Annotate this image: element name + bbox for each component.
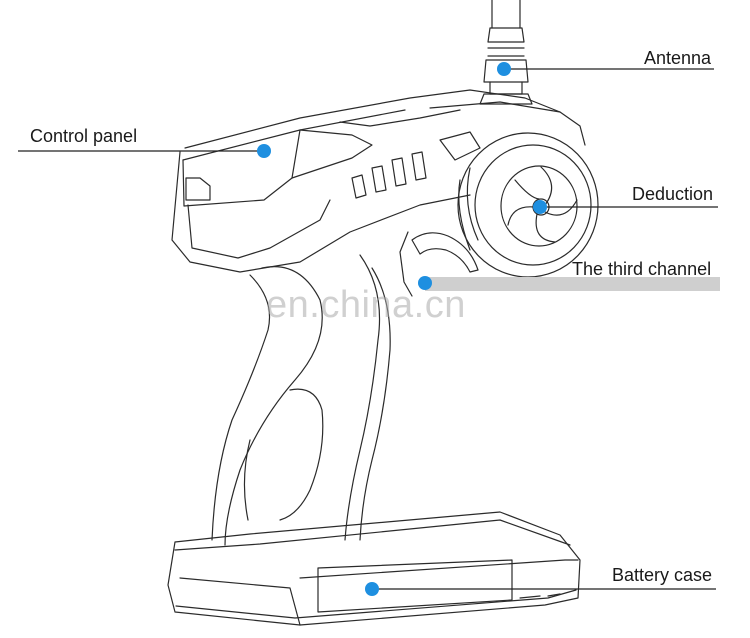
battery-case-drawing xyxy=(167,511,581,626)
third-channel-label: The third channel xyxy=(572,259,712,279)
antenna-drawing xyxy=(479,0,533,105)
deduction-marker xyxy=(533,200,547,214)
third-channel-marker xyxy=(418,276,432,290)
steering-wheel-drawing xyxy=(457,132,599,278)
control-panel-label: Control panel xyxy=(30,126,138,146)
battery-case-marker xyxy=(365,582,379,596)
deduction-label: Deduction xyxy=(632,184,714,204)
trigger-drawing xyxy=(399,231,479,297)
watermark: en.china.cn xyxy=(266,284,466,326)
antenna-label: Antenna xyxy=(644,48,712,68)
control-panel-marker xyxy=(257,144,271,158)
handle-drawing xyxy=(211,254,391,546)
control-panel-drawing xyxy=(171,89,586,273)
battery-case-label: Battery case xyxy=(612,565,713,585)
antenna-marker xyxy=(497,62,511,76)
